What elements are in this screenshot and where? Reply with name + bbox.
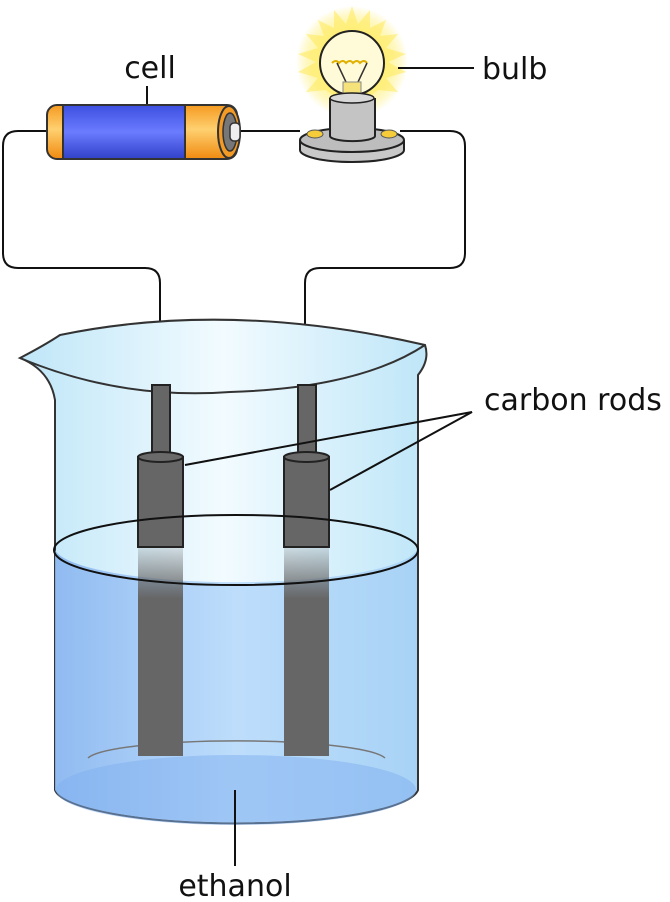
- wire-left: [2, 130, 161, 388]
- cell-label: cell: [124, 51, 176, 86]
- light-bulb: [296, 6, 408, 163]
- battery-cell: [46, 104, 241, 160]
- beaker: [17, 318, 428, 825]
- wire-right: [240, 130, 466, 388]
- carbon-rods-label: carbon rods: [484, 383, 662, 418]
- liquid-surface: [53, 514, 419, 586]
- bulb-label: bulb: [482, 52, 547, 87]
- ethanol-label: ethanol: [178, 869, 291, 902]
- carbon-rods-leader: [184, 411, 473, 491]
